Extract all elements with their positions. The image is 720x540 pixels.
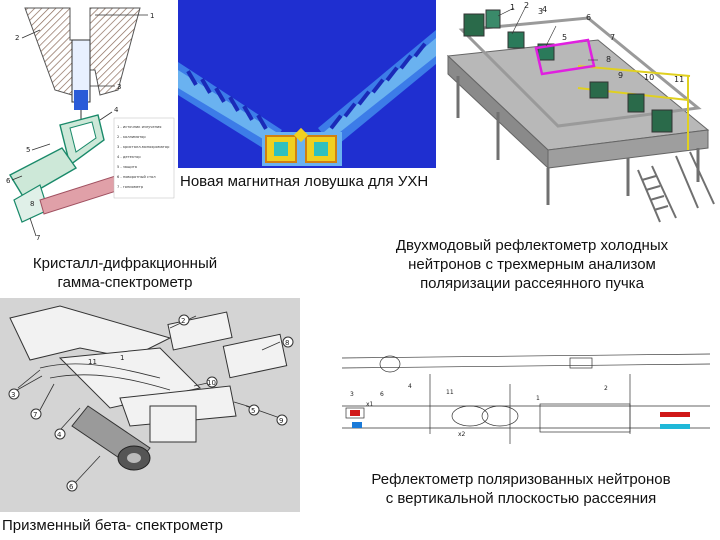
crystal-label: 8: [30, 200, 34, 208]
prism-spectrometer-caption: Призменный бета- спектрометр: [2, 516, 302, 535]
bench-label: 11: [674, 75, 684, 84]
crystal-label: 1: [150, 12, 154, 20]
bench-label: 9: [618, 71, 623, 80]
crystal-label: 5: [26, 146, 30, 154]
reflectometer-bench-drawing: 1 2 3 4 5 6 7 8 9 10 11: [438, 0, 720, 232]
schematic-label: 11: [446, 389, 454, 396]
bench-label: 4: [542, 5, 547, 14]
crystal-legend-item: 4 - детектор: [117, 155, 141, 159]
bench-label: 8: [606, 55, 611, 64]
crystal-legend: 1 - источник излучения 2 - коллиматор 3 …: [117, 125, 170, 189]
prism-label: 7: [33, 411, 37, 419]
crystal-label: 2: [15, 34, 19, 42]
prism-label: 6: [69, 483, 74, 491]
crystal-spectrometer-drawing: 1 - источник излучения 2 - коллиматор 3 …: [0, 0, 178, 242]
prism-label: 8: [285, 339, 289, 347]
polarized-caption-line: с вертикальной плоскостью рассеяния: [385, 490, 657, 507]
reflectometer-caption-line: Двухмодовый рефлектометр холодных: [395, 237, 669, 254]
crystal-caption-line: Кристалл-дифракционный: [32, 255, 218, 272]
schematic-label: x1: [366, 401, 374, 408]
polarized-reflectometer-schematic: 4 3 6 11 1 2 x1 x2: [330, 344, 720, 462]
bench-label: 7: [610, 33, 615, 42]
prism-label: 11: [88, 358, 97, 366]
magnetic-trap-image: [178, 0, 436, 168]
crystal-legend-item: 6 - поворотный стол: [117, 175, 156, 179]
bench-label: 6: [586, 13, 591, 22]
prism-label: 2: [181, 317, 185, 325]
bench-label: 3: [538, 7, 543, 16]
schematic-label: 1: [536, 395, 540, 402]
prism-label: 1: [120, 354, 124, 362]
schematic-label: 6: [380, 391, 384, 398]
prism-label: 4: [57, 431, 62, 439]
reflectometer-caption-line: нейтронов с трехмерным анализом: [408, 256, 656, 273]
crystal-legend-item: 2 - коллиматор: [117, 135, 146, 139]
crystal-legend-item: 3 - кристалл-монохроматор: [117, 145, 170, 149]
crystal-legend-item: 7 - гониометр: [117, 185, 144, 189]
polarized-reflectometer-caption: Рефлектометр поляризованных нейтронов с …: [322, 470, 720, 508]
polarized-caption-line: Рефлектометр поляризованных нейтронов: [371, 471, 671, 488]
schematic-label: 3: [350, 391, 354, 398]
prism-spectrometer-drawing: 2 8 3 10 7 4 5 9 6 11 1: [0, 298, 300, 512]
crystal-spectrometer-caption: Кристалл-дифракционный гамма-спектрометр: [2, 254, 248, 292]
prism-label: 3: [11, 391, 15, 399]
crystal-label: 7: [36, 234, 40, 242]
bench-label: 2: [524, 1, 529, 10]
crystal-legend-item: 1 - источник излучения: [117, 125, 161, 129]
crystal-label: 6: [6, 177, 11, 185]
magnetic-trap-caption: Новая магнитная ловушка для УХН: [180, 172, 480, 191]
bench-label: 1: [510, 3, 515, 12]
magnetic-trap-caption-text: Новая магнитная ловушка для УХН: [180, 173, 429, 190]
crystal-legend-item: 5 - защита: [117, 165, 137, 169]
reflectometer-caption: Двухмодовый рефлектометр холодных нейтро…: [356, 236, 708, 293]
prism-label: 10: [207, 379, 216, 387]
bench-label: 10: [644, 73, 654, 82]
crystal-label: 4: [114, 106, 119, 114]
schematic-label: x2: [458, 431, 466, 438]
prism-label: 9: [279, 417, 283, 425]
schematic-label: 2: [604, 385, 608, 392]
prism-caption-text: Призменный бета- спектрометр: [2, 517, 224, 534]
prism-label: 5: [251, 407, 255, 415]
bench-label: 5: [562, 33, 567, 42]
crystal-caption-line: гамма-спектрометр: [57, 274, 193, 291]
reflectometer-caption-line: поляризации рассеянного пучка: [420, 275, 644, 292]
crystal-label: 3: [117, 83, 121, 91]
schematic-label: 4: [408, 383, 412, 390]
